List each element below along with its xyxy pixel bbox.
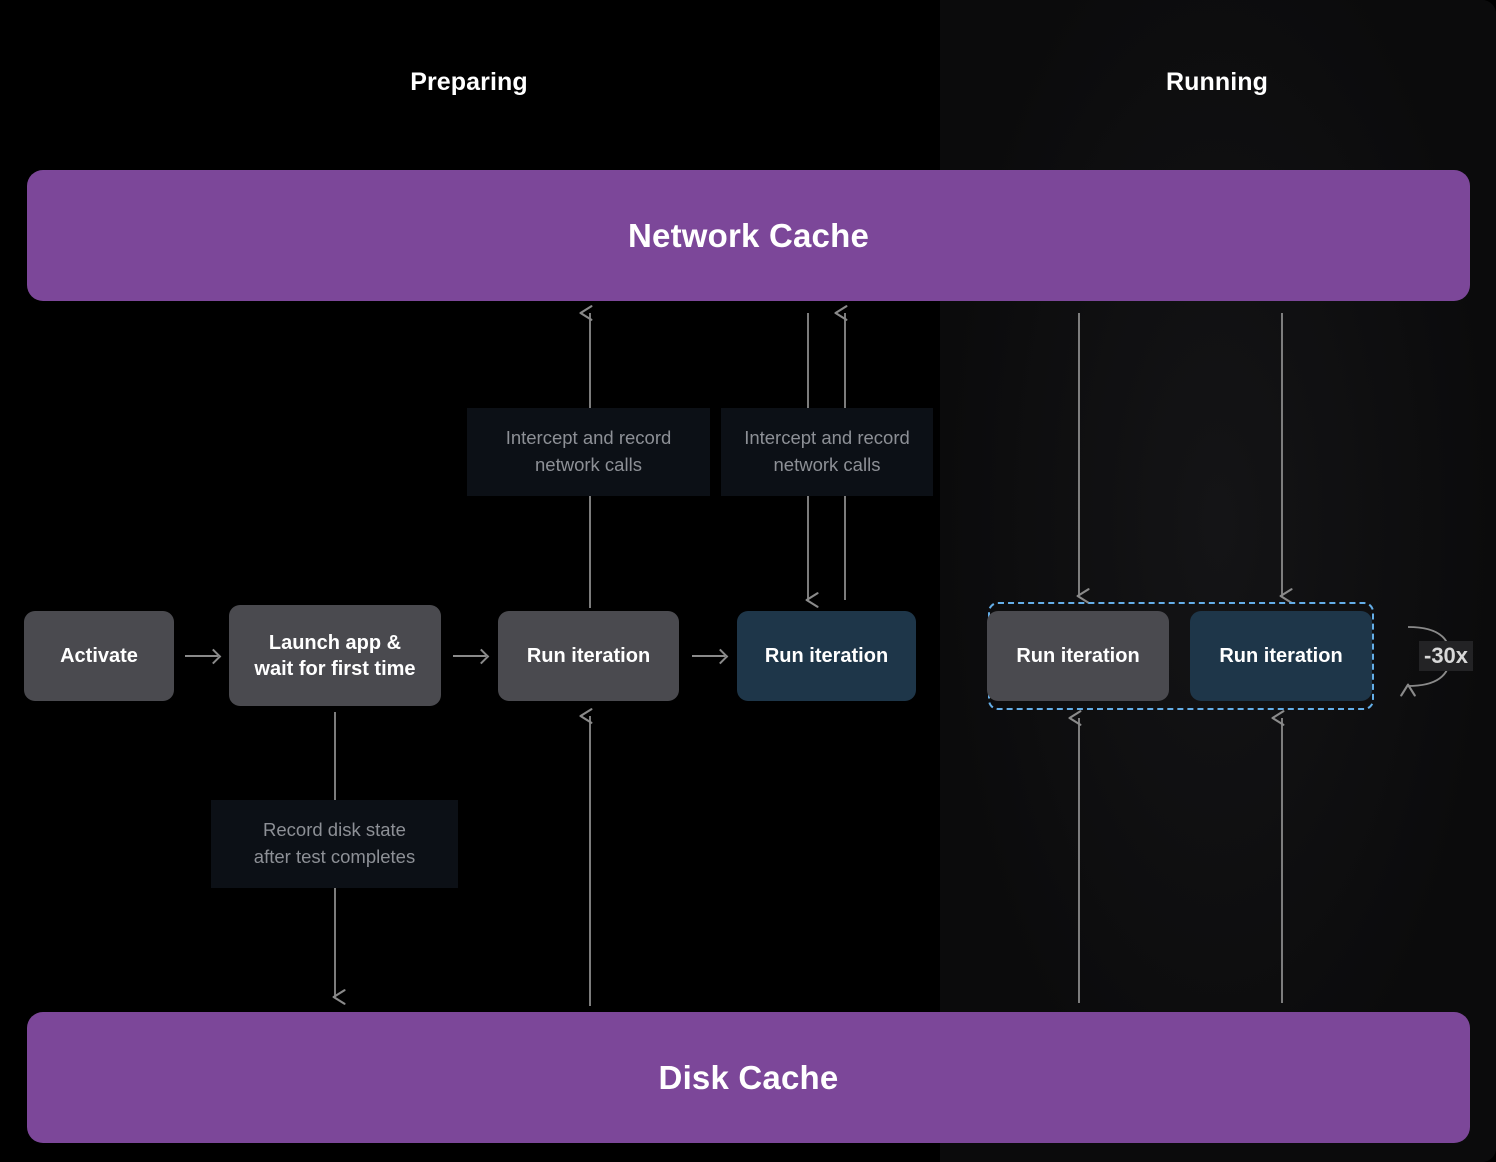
column-header-preparing: Preparing [410, 68, 528, 96]
node-run-iteration-preparing-1[interactable]: Run iteration [498, 611, 679, 701]
flow-arrow-run1-to-run2 [692, 655, 725, 657]
network-cache-bar: Network Cache [27, 170, 1470, 301]
loop-repeat-count-label: -30x [1419, 641, 1474, 671]
node-run-iteration-running-1[interactable]: Run iteration [987, 611, 1169, 701]
flow-arrow-activate-to-launch [185, 655, 218, 657]
node-launch-app[interactable]: Launch app &wait for first time [229, 605, 441, 706]
node-run-iteration-preparing-2[interactable]: Run iteration [737, 611, 916, 701]
node-run-iteration-running-2[interactable]: Run iteration [1190, 611, 1372, 701]
disk-cache-bar: Disk Cache [27, 1012, 1470, 1143]
flow-arrow-launch-to-run1 [453, 655, 486, 657]
column-header-running: Running [1165, 68, 1269, 96]
node-activate[interactable]: Activate [24, 611, 174, 701]
